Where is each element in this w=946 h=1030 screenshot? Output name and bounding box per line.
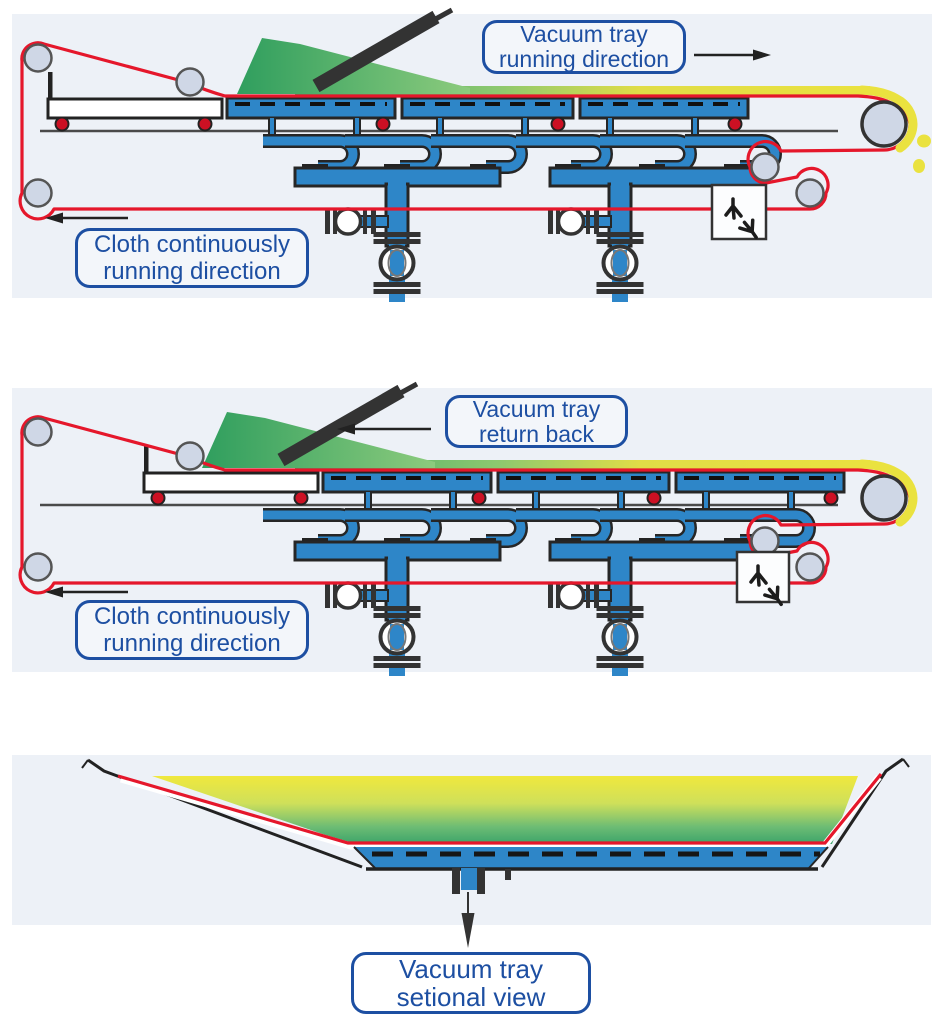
spray-hand-icon — [763, 585, 783, 607]
label-line: setional view — [396, 982, 546, 1012]
stock-wrap — [857, 85, 918, 153]
vacuum-tray — [674, 470, 846, 494]
tray-wheel — [197, 116, 213, 132]
main-valve — [373, 232, 421, 302]
guide-roller — [750, 526, 780, 556]
section-tray — [354, 847, 828, 868]
annotation-arrows — [45, 49, 771, 598]
guide-roller — [175, 441, 205, 471]
label-line: running direction — [498, 46, 670, 72]
label-line: Cloth continuously — [93, 603, 291, 630]
vacuum-tray — [225, 96, 397, 120]
side-valve — [548, 581, 612, 610]
tray-wheel — [150, 490, 166, 506]
direction-arrow-right-top — [694, 49, 771, 61]
section-frame-right — [820, 757, 904, 868]
feed-nozzle — [312, 10, 440, 93]
table — [142, 471, 320, 494]
section-frame-left — [87, 758, 363, 869]
label-vacuum-return-back: Vacuum tray return back — [445, 395, 628, 448]
label-cloth-running-direction-top: Cloth continuously running direction — [75, 228, 309, 288]
panel-background — [12, 388, 932, 672]
tray-wheel — [550, 116, 566, 132]
stock-band — [295, 86, 870, 95]
label-vacuum-sectional-view: Vacuum tray setional view — [351, 952, 591, 1014]
guide-roller — [23, 178, 53, 208]
label-line: Vacuum tray — [398, 954, 543, 984]
feed-nozzle — [277, 384, 405, 467]
tray-wheel — [293, 490, 309, 506]
direction-arrow-left-vacuum-middle — [337, 423, 431, 435]
drain-arrow-icon — [461, 913, 475, 948]
yellow-drip — [917, 134, 931, 148]
label-line: running direction — [103, 630, 281, 657]
tray-wheel — [375, 116, 391, 132]
label-line: Vacuum tray — [520, 21, 648, 47]
side-valve — [325, 581, 389, 610]
label-line: Cloth continuously — [93, 231, 291, 258]
big-roller — [860, 474, 908, 522]
section-cloth-stock — [152, 776, 858, 844]
guide-roller — [23, 417, 53, 447]
table-post — [144, 446, 149, 474]
table-post — [48, 72, 53, 100]
table — [46, 97, 224, 120]
tray-wheel — [471, 490, 487, 506]
spray-hand-icon — [749, 564, 768, 587]
label-line: running direction — [103, 258, 281, 285]
direction-arrow-left-cloth-middle — [45, 586, 128, 598]
machine-middle — [12, 381, 932, 676]
guide-roller — [750, 152, 780, 182]
manifold — [548, 540, 764, 562]
vacuum-tray — [400, 96, 575, 120]
stock-wrap — [857, 459, 918, 527]
guide-roller — [795, 178, 825, 208]
tray-wheel — [54, 116, 70, 132]
section-view — [12, 755, 931, 948]
tray-wheel — [727, 116, 743, 132]
machine-top — [12, 7, 932, 302]
guide-roller — [23, 43, 53, 73]
manifold — [548, 166, 764, 188]
big-roller — [860, 100, 908, 148]
label-cloth-running-direction-middle: Cloth continuously running direction — [75, 600, 309, 660]
vacuum-tray — [496, 470, 671, 494]
tray-wheel — [646, 490, 662, 506]
drain-pipe — [461, 868, 477, 890]
yellow-drip — [913, 159, 925, 173]
side-valve — [548, 207, 612, 236]
guide-roller — [795, 552, 825, 582]
vacuum-tray — [321, 470, 493, 494]
main-valve — [596, 232, 644, 302]
main-valve — [373, 606, 421, 676]
label-line: return back — [478, 420, 595, 447]
tray-wheel — [823, 490, 839, 506]
label-line: Vacuum tray — [472, 395, 601, 422]
label-vacuum-running-direction: Vacuum tray running direction — [482, 20, 686, 74]
vacuum-tray — [578, 96, 750, 120]
section-belt-line — [117, 772, 883, 845]
side-valve — [325, 207, 389, 236]
spray-hand-icon — [738, 218, 758, 240]
main-valve — [596, 606, 644, 676]
spray-hand-icon — [724, 197, 743, 220]
guide-roller — [23, 552, 53, 582]
guide-roller — [175, 67, 205, 97]
direction-arrow-left-cloth-top — [45, 212, 128, 224]
stock-band — [295, 460, 870, 469]
